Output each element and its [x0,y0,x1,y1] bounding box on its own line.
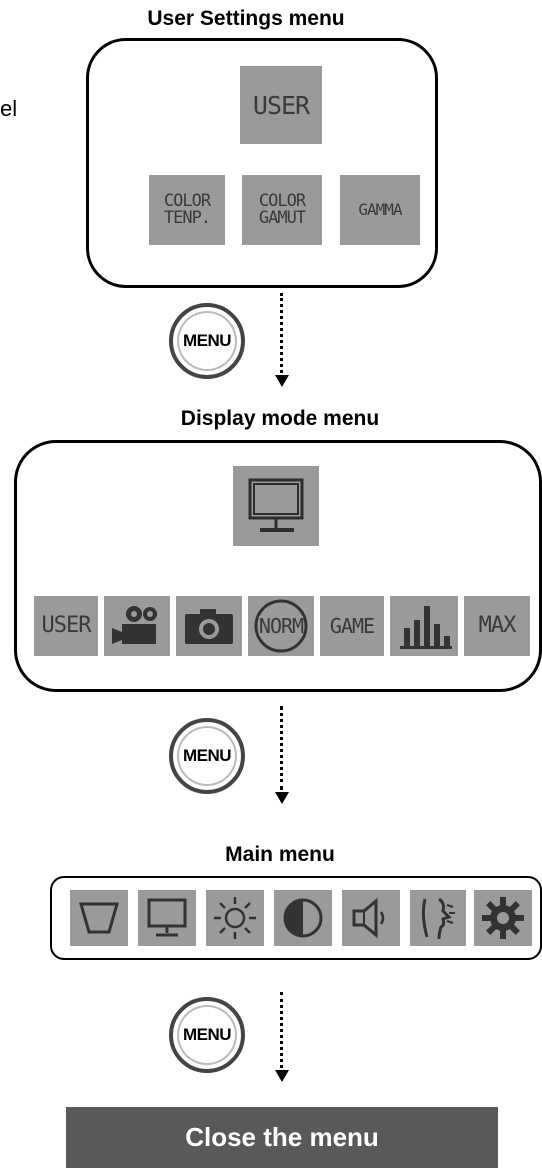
brightness-icon [214,897,256,939]
gamma-tile[interactable]: GAMMA [340,175,420,245]
menu-button-1-label: MENU [182,331,232,350]
speaker-icon [352,897,385,939]
user-settings-top-tile[interactable]: USER [240,66,322,144]
arrowhead-1 [275,375,289,387]
display-norm-label: NORM [258,614,304,638]
display-photo-tile[interactable] [176,596,242,656]
arrowhead-3 [275,1070,289,1082]
display-movie-tile[interactable] [104,596,170,656]
gear-icon [482,897,524,939]
main-brightness-tile[interactable] [206,890,264,946]
display-game-tile[interactable]: GAME [320,596,384,656]
main-language-tile[interactable] [410,890,466,946]
trapezoid-icon [79,902,119,934]
color-gamut-label: COLOR GAMUT [258,191,306,228]
color-temp-tile[interactable]: COLOR TENP. [149,175,225,245]
arrowhead-2 [275,792,289,804]
main-display-tile[interactable] [138,890,196,946]
color-gamut-line1: COLOR [258,191,306,211]
side-label: el [0,96,18,121]
color-gamut-tile[interactable]: COLOR GAMUT [242,175,322,245]
display-max-tile[interactable]: MAX [464,596,530,656]
user-tile-label: USER [252,90,310,120]
display-mode-title: Display mode menu [180,407,380,430]
dotted-connector-3 [280,992,283,1068]
menu-button-1[interactable]: MENU [169,303,245,379]
dotted-connector-2 [280,706,283,790]
display-user-tile[interactable]: USER [34,596,98,656]
close-menu-box[interactable]: Close the menu [66,1107,498,1168]
camera-icon [185,609,233,644]
monitor-icon [147,898,187,937]
contrast-icon [283,898,323,938]
menu-button-2[interactable]: MENU [169,718,245,794]
main-menu-title: Main menu [225,843,335,866]
color-temp-line1: COLOR [163,191,211,211]
main-keystone-tile[interactable] [70,890,128,946]
main-contrast-tile[interactable] [274,890,332,946]
display-norm-tile[interactable]: NORM [248,596,314,656]
display-mode-top-tile[interactable] [233,466,319,546]
display-dynamic-tile[interactable] [390,596,458,656]
color-temp-label: COLOR TENP. [163,191,211,228]
face-profile-icon [421,897,455,940]
user-settings-title: User Settings menu [147,7,345,30]
dotted-connector-1 [280,293,283,373]
display-max-label: MAX [478,613,517,638]
bar-chart-icon [400,606,452,649]
display-user-label: USER [41,613,92,638]
norm-ring-icon [254,599,308,653]
video-camera-icon [112,606,157,644]
main-audio-tile[interactable] [342,890,400,946]
color-temp-line2: TENP. [163,208,211,228]
menu-button-2-label: MENU [182,746,232,765]
display-game-label: GAME [329,614,375,638]
menu-button-3-label: MENU [182,1025,232,1044]
color-gamut-line2: GAMUT [258,208,306,228]
gamma-label: GAMMA [358,200,402,219]
main-settings-tile[interactable] [474,890,532,946]
menu-button-3[interactable]: MENU [169,997,245,1073]
monitor-icon [248,478,304,532]
